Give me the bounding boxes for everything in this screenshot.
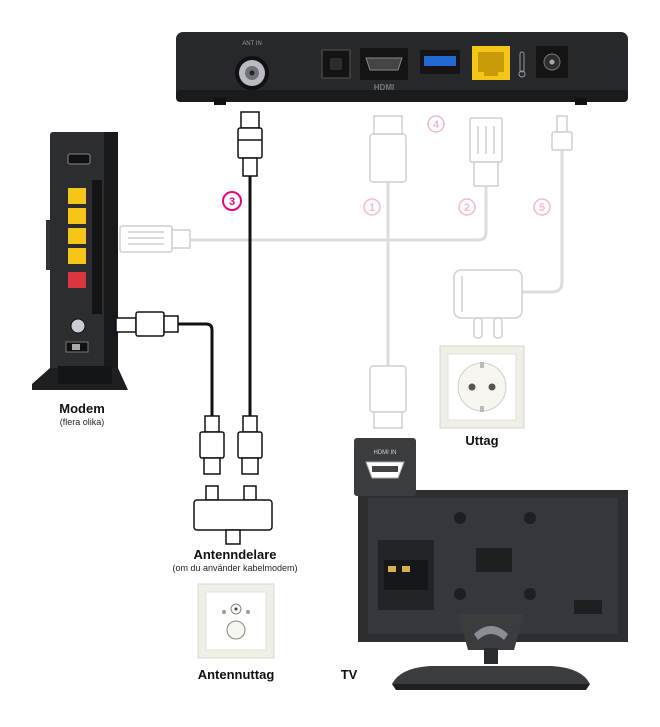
svg-text:5: 5 bbox=[539, 202, 545, 214]
box-antenna-port: ANT IN bbox=[235, 41, 269, 90]
box-optical-port bbox=[321, 49, 351, 79]
antenna-splitter bbox=[193, 485, 273, 545]
step-number-5: 5 bbox=[533, 198, 551, 216]
antenna-cables bbox=[176, 174, 252, 416]
wall-power-outlet bbox=[439, 345, 525, 429]
dc-plug bbox=[551, 115, 573, 151]
antenna-outlet-label: Antennuttag bbox=[197, 667, 275, 682]
box-status-symbol bbox=[518, 51, 526, 78]
tv-device bbox=[358, 490, 628, 690]
coax-plug-splitter-right bbox=[237, 415, 263, 475]
step-number-3: 3 bbox=[222, 191, 242, 211]
svg-text:3: 3 bbox=[229, 196, 235, 208]
ant-in-label: ANT IN bbox=[242, 41, 262, 47]
box-power-port bbox=[536, 46, 568, 78]
svg-text:1: 1 bbox=[369, 202, 375, 214]
hdmi-plug-tv bbox=[369, 365, 407, 429]
power-outlet-label: Uttag bbox=[465, 433, 499, 448]
tv-hdmi-in-label: HDMI IN bbox=[374, 450, 397, 456]
ethernet-plug-modem bbox=[119, 225, 191, 253]
modem-sublabel: (flera olika) bbox=[59, 417, 105, 427]
svg-text:2: 2 bbox=[464, 202, 470, 214]
box-usb-port bbox=[420, 50, 460, 74]
hdmi-plug-box bbox=[369, 115, 407, 183]
step-number-1: 1 bbox=[363, 198, 381, 216]
modem-label: Modem bbox=[59, 401, 105, 416]
power-adapter bbox=[453, 269, 523, 339]
svg-text:4: 4 bbox=[433, 119, 440, 131]
box-hdmi-port: HDMI bbox=[360, 48, 408, 92]
antenna-wall-outlet bbox=[197, 583, 275, 659]
step-number-2: 2 bbox=[458, 198, 476, 216]
tv-label: TV bbox=[340, 667, 358, 682]
step-number-4: 4 bbox=[427, 115, 445, 133]
coax-plug-splitter-left bbox=[199, 415, 225, 475]
modem-lan-ports bbox=[68, 188, 86, 264]
ethernet-plug-box bbox=[469, 117, 503, 187]
hdmi-logo-label: HDMI bbox=[374, 83, 394, 92]
tv-hdmi-callout: HDMI IN bbox=[354, 438, 416, 496]
modem-red-port bbox=[68, 272, 86, 288]
splitter-label: Antenndelare bbox=[193, 547, 277, 562]
faded-cables bbox=[188, 148, 564, 366]
set-top-box: ANT IN HDMI bbox=[176, 32, 628, 105]
box-ethernet-port bbox=[472, 46, 510, 80]
coax-plug-modem bbox=[115, 311, 179, 337]
splitter-sublabel: (om du använder kabelmodem) bbox=[172, 563, 298, 573]
modem-device bbox=[32, 132, 128, 390]
modem-coax-port bbox=[70, 318, 86, 334]
coax-plug-box bbox=[237, 111, 263, 177]
